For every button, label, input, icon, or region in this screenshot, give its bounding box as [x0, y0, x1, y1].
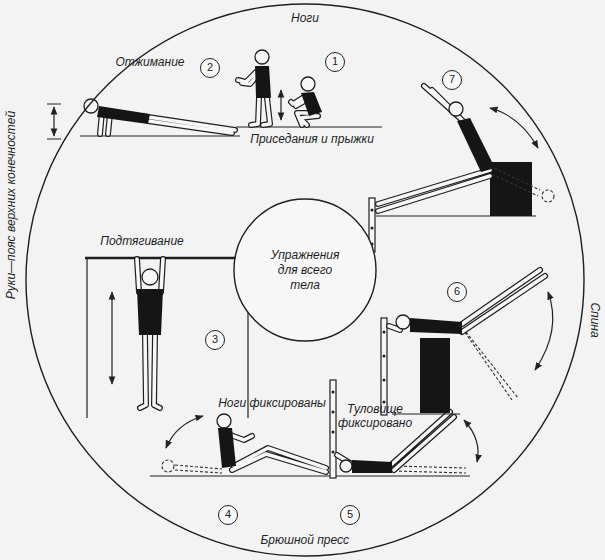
pushup-figure: [97, 106, 150, 124]
situp-figure: [217, 414, 231, 428]
callout-number: 7: [442, 70, 462, 90]
body-region-circle: НогиРуки—пояс верхних конечностейСпинаБр…: [25, 3, 585, 557]
squat-figures: [301, 92, 322, 116]
exercise-label: Подтягивание: [100, 234, 184, 248]
leg-raise-figure: [352, 460, 392, 473]
situp-figure: [175, 465, 222, 473]
callout-number: 1: [325, 52, 345, 72]
callout-number: 6: [447, 282, 467, 302]
pushup-figure: [80, 135, 240, 136]
exercise-label: Приседания и прыжки: [250, 132, 374, 146]
center-label: Упражнения для всего тела: [264, 248, 346, 293]
back-bend-figure: [371, 227, 374, 230]
situp-figure: [150, 475, 330, 476]
leg-raise-figure: [464, 420, 478, 462]
back-extension-figure: [535, 292, 553, 370]
wall-bars: [332, 411, 335, 414]
wall-bars: [330, 380, 336, 478]
exercise-label: Отжимание: [116, 55, 185, 69]
situp-figure: [218, 428, 236, 468]
callout-number: 2: [200, 58, 220, 78]
pullup-figure: [137, 259, 163, 408]
pullup-figure: [85, 258, 250, 418]
pullup-figure: [111, 292, 112, 384]
back-extension-figure: [381, 318, 387, 415]
back-extension-figure: [410, 318, 462, 334]
pushup-figure: [84, 99, 98, 113]
back-bend-figure: [490, 108, 538, 148]
back-extension-figure: [381, 270, 553, 415]
back-bend-figure: [457, 118, 495, 172]
squat-figures: [236, 50, 382, 127]
back-bend-figure: [490, 162, 532, 216]
region-label: Ноги: [291, 11, 319, 25]
callout-number: 4: [218, 505, 238, 525]
region-label: Спина: [587, 302, 601, 337]
squat-figures: [301, 77, 315, 91]
back-bend-figure: [492, 168, 540, 196]
back-bend-figure: [542, 190, 554, 202]
pushup-figure: [53, 107, 54, 136]
back-bend-figure: [371, 209, 374, 212]
wall-bars: [332, 451, 335, 454]
center-circle: Упражнения для всего тела: [233, 198, 377, 342]
back-extension-figure: [383, 331, 386, 334]
situp-figure: [228, 434, 326, 472]
callout-number: 5: [340, 505, 360, 525]
back-extension-figure: [462, 328, 518, 400]
back-extension-figure: [383, 355, 386, 358]
pullup-figure: [137, 259, 163, 408]
back-bend-figure: [449, 102, 463, 116]
situp-figure: [150, 414, 330, 476]
wall-bars: [332, 431, 335, 434]
situp-figure: [228, 434, 326, 472]
pushup-figure: [47, 104, 61, 139]
pullup-figure: [142, 269, 158, 285]
leg-raise-figure: [336, 475, 470, 476]
exercise-label: Ноги фиксированы: [218, 396, 326, 410]
pullup-figure: [137, 289, 163, 335]
circle-outline: [234, 199, 376, 341]
pullup-figure: [87, 258, 248, 418]
squat-figures: [255, 66, 271, 98]
leg-raise-figure: [340, 460, 352, 472]
squat-figures: [255, 50, 269, 64]
situp-figure: [166, 416, 203, 448]
squat-figures: [280, 90, 281, 120]
back-extension-figure: [420, 338, 450, 413]
back-extension-figure: [396, 315, 410, 329]
pushup-figure: [47, 99, 240, 139]
region-label: Брюшной пресс: [261, 533, 350, 547]
region-label: Руки—пояс верхних конечностей: [4, 111, 18, 299]
back-extension-figure: [383, 379, 386, 382]
callout-number: 3: [205, 330, 225, 350]
pullup-figure: [85, 257, 250, 260]
wall-bars: [330, 380, 336, 478]
leg-raise-figure: [394, 466, 466, 473]
circle-outline: [26, 4, 584, 556]
wall-bars: [332, 391, 335, 394]
exercise-label: Туловище фиксировано: [333, 402, 417, 430]
situp-figure: [162, 460, 174, 472]
